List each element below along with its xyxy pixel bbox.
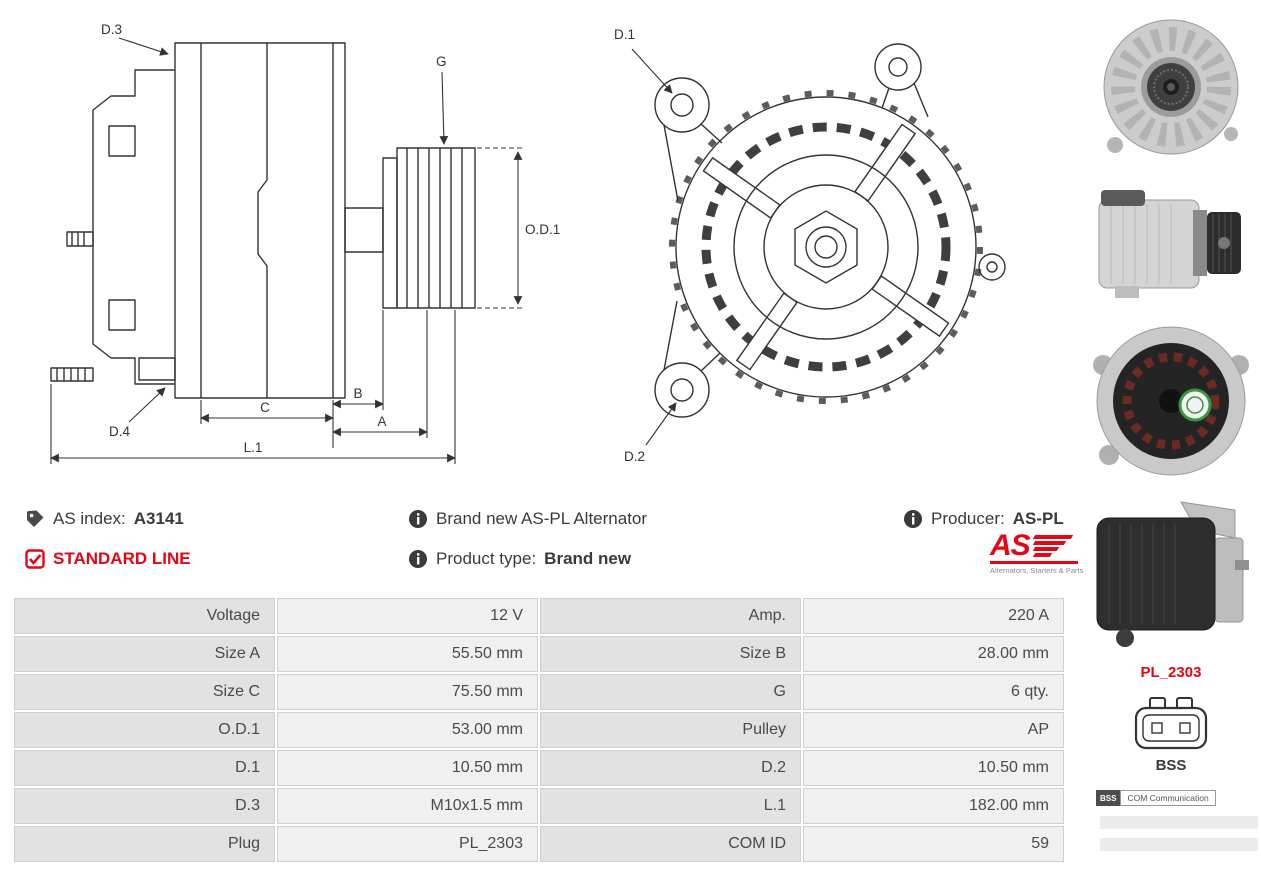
spec-value: 12 V xyxy=(277,598,538,634)
product-type-label: Product type: xyxy=(436,549,537,568)
spec-value: 28.00 mm xyxy=(803,636,1064,672)
brand-new-text: Brand new AS-PL Alternator xyxy=(436,509,648,528)
standard-line-row: STANDARD LINE xyxy=(25,549,191,569)
spec-label: L.1 xyxy=(540,788,801,824)
tag-icon xyxy=(27,510,44,527)
alternator-photo-side xyxy=(1098,190,1241,298)
spec-value: 10.50 mm xyxy=(803,750,1064,786)
front-view-diagram: D.1 D.2 xyxy=(614,27,1006,464)
spec-value: AP xyxy=(803,712,1064,748)
alternator-photo-angled xyxy=(1096,501,1249,647)
as-index-value: A3141 xyxy=(133,509,184,528)
as-index-label: AS index: xyxy=(53,509,126,528)
com-communication-badge: BSS COM Communication xyxy=(1096,790,1216,806)
producer-row: Producer: AS-PL xyxy=(903,509,1064,529)
info-icon xyxy=(409,550,427,568)
dim-label-d2: D.2 xyxy=(624,449,645,464)
spec-value: 59 xyxy=(803,826,1064,862)
spec-value: 182.00 mm xyxy=(803,788,1064,824)
aspl-logo: AS Alternators, Starters & Parts xyxy=(990,529,1086,575)
dim-label-d1: D.1 xyxy=(614,27,635,42)
checkbox-icon xyxy=(25,549,45,569)
spec-value: 10.50 mm xyxy=(277,750,538,786)
plug-drawing xyxy=(1085,692,1257,759)
spec-label: Plug xyxy=(14,826,275,862)
dim-label-l1: L.1 xyxy=(244,440,263,455)
producer-value: AS-PL xyxy=(1012,509,1064,528)
as-index-row: AS index: A3141 xyxy=(25,509,184,529)
placeholder-bar xyxy=(1100,816,1258,829)
front-dimension-leaders xyxy=(631,48,677,446)
alternator-side-outline xyxy=(50,42,476,399)
spec-value: 75.50 mm xyxy=(277,674,538,710)
com-badge-abbrev: BSS xyxy=(1096,790,1121,806)
brand-new-row: Brand new AS-PL Alternator xyxy=(408,509,647,529)
spec-value: 6 qty. xyxy=(803,674,1064,710)
spec-label: Amp. xyxy=(540,598,801,634)
spec-value: PL_2303 xyxy=(277,826,538,862)
alternator-front-outline xyxy=(669,90,983,404)
placeholder-bar xyxy=(1100,838,1258,851)
dim-label-b: B xyxy=(353,386,362,401)
spec-value: M10x1.5 mm xyxy=(277,788,538,824)
dim-label-d4: D.4 xyxy=(109,424,131,439)
spec-label: Size C xyxy=(14,674,275,710)
aspl-logo-stripes-icon xyxy=(1032,534,1073,557)
dim-label-g: G xyxy=(436,54,447,69)
product-type-row: Product type: Brand new xyxy=(408,549,631,569)
spec-label: Voltage xyxy=(14,598,275,634)
aspl-logo-rule xyxy=(990,560,1078,564)
product-type-value: Brand new xyxy=(544,549,632,568)
dim-label-c: C xyxy=(260,400,270,415)
spec-table: Voltage 12 V Amp. 220 A Size A 55.50 mm … xyxy=(14,598,1064,862)
info-icon xyxy=(409,510,427,528)
front-hub-and-ears xyxy=(654,43,1006,418)
product-photo-side xyxy=(1085,170,1257,310)
front-spokes xyxy=(702,123,950,371)
spec-label: D.3 xyxy=(14,788,275,824)
producer-label: Producer: xyxy=(931,509,1005,528)
spec-label: Size B xyxy=(540,636,801,672)
spec-label: Size A xyxy=(14,636,275,672)
side-dimension-lines xyxy=(50,37,525,464)
alternator-photo-front xyxy=(1103,19,1239,155)
spec-label: D.1 xyxy=(14,750,275,786)
dim-label-od1: O.D.1 xyxy=(525,222,560,237)
side-view-diagram: D.3 G O.D.1 D.4 C B A L.1 xyxy=(50,22,560,464)
aspl-logo-subtitle: Alternators, Starters & Parts xyxy=(990,565,1084,575)
standard-line-label: STANDARD LINE xyxy=(53,549,191,568)
aspl-logo-text: AS xyxy=(990,529,1031,562)
plug-name-label: BSS xyxy=(1155,757,1187,774)
dim-label-a: A xyxy=(377,414,386,429)
com-badge-text: COM Communication xyxy=(1120,790,1216,806)
spec-label: G xyxy=(540,674,801,710)
dim-label-d3: D.3 xyxy=(101,22,122,37)
info-icon xyxy=(904,510,922,528)
spec-label: COM ID xyxy=(540,826,801,862)
spec-label: D.2 xyxy=(540,750,801,786)
product-photo-rear xyxy=(1083,315,1259,485)
spec-label: O.D.1 xyxy=(14,712,275,748)
spec-value: 53.00 mm xyxy=(277,712,538,748)
spec-label: Pulley xyxy=(540,712,801,748)
plug-connector-icon xyxy=(1134,697,1208,750)
alternator-photo-rear xyxy=(1093,326,1249,476)
spec-value: 55.50 mm xyxy=(277,636,538,672)
spec-value: 220 A xyxy=(803,598,1064,634)
product-photo-angled xyxy=(1085,490,1257,655)
product-photo-front xyxy=(1085,10,1257,163)
plug-code-label: PL_2303 xyxy=(1140,664,1202,681)
